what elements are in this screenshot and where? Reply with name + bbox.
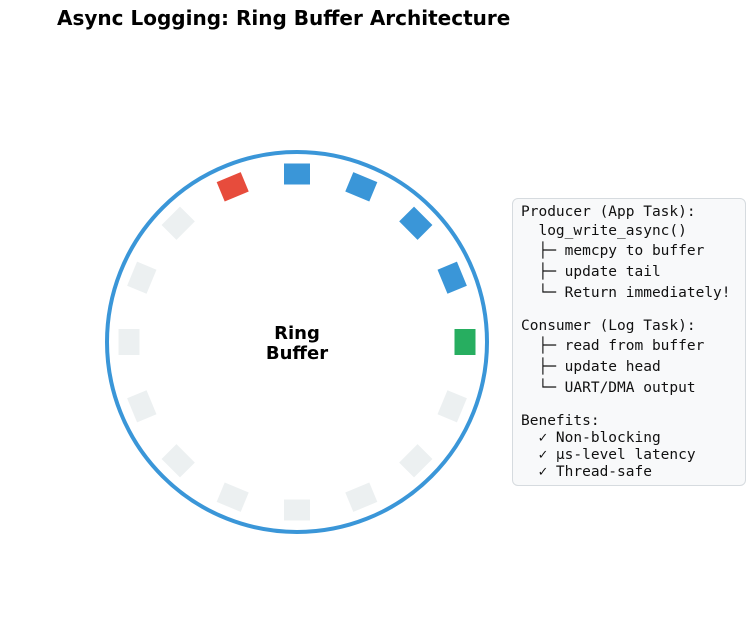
ring-slot-filled bbox=[437, 261, 467, 294]
producer-line: └─ Return immediately! bbox=[521, 285, 731, 301]
ring-slot-empty bbox=[437, 390, 467, 423]
benefit-line: ✓ Thread-safe bbox=[521, 464, 652, 480]
ring-slot-filled bbox=[284, 163, 310, 185]
ring-slot-empty bbox=[127, 390, 157, 423]
producer-line: ├─ memcpy to buffer bbox=[521, 243, 705, 259]
ring-slot-empty bbox=[345, 482, 378, 512]
ring-slot-tail bbox=[454, 329, 476, 355]
ring-slot-empty bbox=[127, 261, 157, 294]
consumer-line: ├─ update head bbox=[521, 359, 661, 375]
diagram-title: Async Logging: Ring Buffer Architecture bbox=[57, 6, 511, 30]
ring-circle bbox=[105, 150, 489, 534]
consumer-line: ├─ read from buffer bbox=[521, 338, 705, 354]
ring-slot-empty bbox=[216, 482, 249, 512]
ring-center-label-line2: Buffer bbox=[266, 343, 328, 364]
ring-slot-empty bbox=[161, 206, 195, 240]
consumer-title: Consumer (Log Task): bbox=[521, 318, 696, 334]
ring-center-label-line1: Ring bbox=[274, 323, 320, 344]
producer-line: ├─ update tail bbox=[521, 264, 661, 280]
ring-slot-empty bbox=[118, 329, 140, 355]
ring-slot-filled bbox=[345, 172, 378, 202]
ring-slot-empty bbox=[284, 499, 310, 521]
info-panel: Producer (App Task): log_write_async() ├… bbox=[512, 198, 746, 486]
benefit-line: ✓ Non-blocking bbox=[521, 430, 661, 446]
producer-line: log_write_async() bbox=[521, 223, 687, 239]
benefits-title: Benefits: bbox=[521, 413, 600, 429]
ring-slot-head bbox=[216, 172, 249, 202]
consumer-line: └─ UART/DMA output bbox=[521, 380, 696, 396]
producer-title: Producer (App Task): bbox=[521, 204, 696, 220]
ring-slot-empty bbox=[399, 444, 433, 478]
ring-slot-filled bbox=[399, 206, 433, 240]
benefit-line: ✓ µs-level latency bbox=[521, 447, 696, 463]
ring-slot-empty bbox=[161, 444, 195, 478]
ring-slots bbox=[118, 163, 476, 521]
